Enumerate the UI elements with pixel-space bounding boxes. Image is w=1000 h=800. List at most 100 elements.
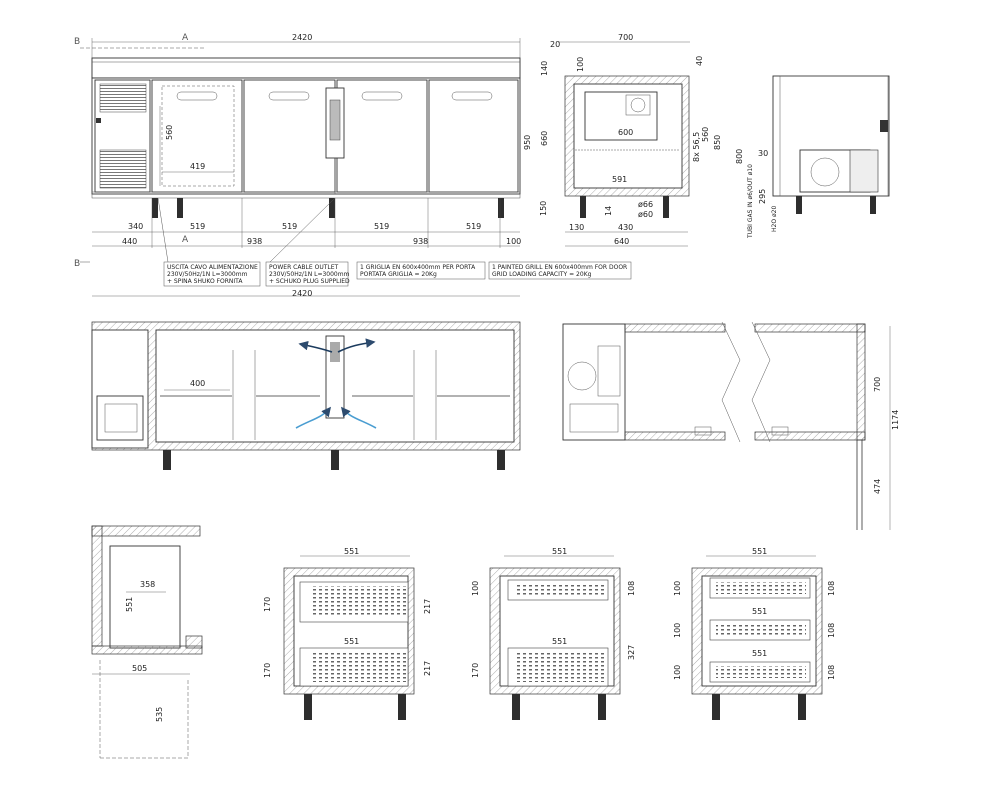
drawer2-top-dim: 551: [552, 547, 567, 556]
dim-560: 560: [165, 125, 174, 140]
foot: [798, 694, 806, 720]
door-1: [151, 79, 243, 193]
drawer2-mid-dim: 551: [552, 637, 567, 646]
dim-30: 30: [758, 149, 768, 158]
dim-519: 519: [282, 222, 297, 231]
vent-grille-top: [99, 83, 147, 113]
door-4: [428, 79, 519, 193]
door-3: [336, 79, 428, 193]
airflow-arrow-icon: [340, 406, 377, 429]
dim-1174: 1174: [891, 410, 900, 430]
note-box: [163, 261, 261, 287]
fan-icon: [630, 97, 646, 113]
dim-440: 440: [122, 237, 137, 246]
dim-938: 938: [413, 237, 428, 246]
drawer3-mid2-dim: 551: [752, 649, 767, 658]
foot: [512, 694, 520, 720]
dim-phi60: ø60: [638, 210, 653, 219]
dim-phi66: ø66: [638, 200, 653, 209]
side-section: 700 20 100 140 40 950 660 600 560 850 8x…: [523, 33, 722, 247]
drawer-view-2: 551 551 100 170 108 327: [471, 547, 636, 720]
dim-519: 519: [466, 222, 481, 231]
foot: [329, 198, 335, 218]
vent-grille-bottom: [99, 149, 147, 189]
dim-505: 505: [132, 664, 147, 673]
foot: [663, 196, 669, 218]
foot: [331, 450, 339, 470]
dim-295: 295: [758, 189, 767, 204]
dim-660: 660: [540, 131, 549, 146]
foot: [177, 198, 183, 218]
dim-14: 14: [604, 206, 613, 216]
dim-551: 551: [125, 597, 134, 612]
note-line: PORTATA GRIGLIA = 20Kg: [360, 271, 437, 278]
door-detail: 358 551 505 535: [91, 525, 203, 759]
dim-150: 150: [539, 201, 548, 216]
note-line: + SCHUKO PLUG SUPPLIED: [269, 278, 350, 285]
dim-850: 850: [713, 135, 722, 150]
dim-100: 100: [576, 57, 585, 72]
plan-view: 2420 400: [91, 289, 521, 470]
compressor-icon: [810, 157, 840, 187]
dim-519: 519: [190, 222, 205, 231]
dim-700: 700: [873, 377, 882, 392]
dim-130: 130: [569, 223, 584, 232]
handle-icon: [176, 91, 218, 101]
foot: [398, 694, 406, 720]
note-line: 1 PAINTED GRILL EN 600x400mm FOR DOOR: [492, 264, 627, 271]
drawer1-left-dim: 170: [263, 663, 272, 678]
foot: [598, 694, 606, 720]
drawer2-right-dim: 327: [627, 645, 636, 660]
foot: [796, 196, 802, 214]
drawer-view-3: 551 551 551 100 100 100 108 108 108: [673, 547, 836, 720]
front-view: B B A A 2420: [74, 33, 521, 269]
plan-overall-width: 2420: [292, 289, 312, 298]
evaporator: [584, 91, 658, 141]
airflow-arrow-icon: [298, 340, 333, 353]
foot: [498, 198, 504, 218]
dim-591: 591: [612, 175, 627, 184]
section-mark-b-bottom: B: [74, 259, 80, 269]
handle-icon: [361, 91, 403, 101]
dim-pitch: 8x 56,5: [692, 132, 701, 162]
dim-430: 430: [618, 223, 633, 232]
dim-950: 950: [523, 135, 532, 150]
foot: [497, 450, 505, 470]
airflow-arrow-icon: [337, 338, 376, 353]
dim-519: 519: [374, 222, 389, 231]
dim-938: 938: [247, 237, 262, 246]
dim-535: 535: [155, 707, 164, 722]
dim-419: 419: [190, 162, 205, 171]
drawer1-left-dim: 170: [263, 597, 272, 612]
section-mark-b-top: B: [74, 37, 80, 47]
note-line: 230V/50Hz/1N L=3000mm: [167, 271, 248, 278]
foot: [712, 694, 720, 720]
dim-100: 100: [506, 237, 521, 246]
foot: [870, 196, 876, 214]
label-tubes: TUBI GAS IN ø6/OUT ø10: [747, 164, 754, 239]
dim-340: 340: [128, 222, 143, 231]
drawer1-top-dim: 551: [344, 547, 359, 556]
handle-icon: [268, 91, 310, 101]
plan-compressor: [96, 395, 144, 441]
drawer3-left-dim: 100: [673, 581, 682, 596]
front-doors: [151, 79, 519, 194]
drawer3-right-dim: 108: [827, 623, 836, 638]
front-overall-width: 2420: [292, 33, 312, 42]
dim-140: 140: [540, 61, 549, 76]
note-line: + SPINA SHUKO FORNITA: [167, 278, 243, 285]
section-mark-a-top: A: [182, 33, 189, 43]
switch-icon: [96, 118, 101, 123]
notes: USCITA CAVO ALIMENTAZIONE 230V/50Hz/1N L…: [163, 261, 632, 287]
door-2: [243, 79, 336, 193]
foot: [152, 198, 158, 218]
dim-474: 474: [873, 479, 882, 494]
drawer3-right-dim: 108: [827, 581, 836, 596]
note-line: USCITA CAVO ALIMENTAZIONE: [167, 264, 258, 271]
door-opening: [109, 545, 181, 649]
drawer-view-1: 551 551 170 170 217 217: [263, 547, 432, 720]
dim-40: 40: [695, 56, 704, 66]
dim-560: 560: [701, 127, 710, 142]
foot: [163, 450, 171, 470]
drawer2-left-dim: 100: [471, 581, 480, 596]
